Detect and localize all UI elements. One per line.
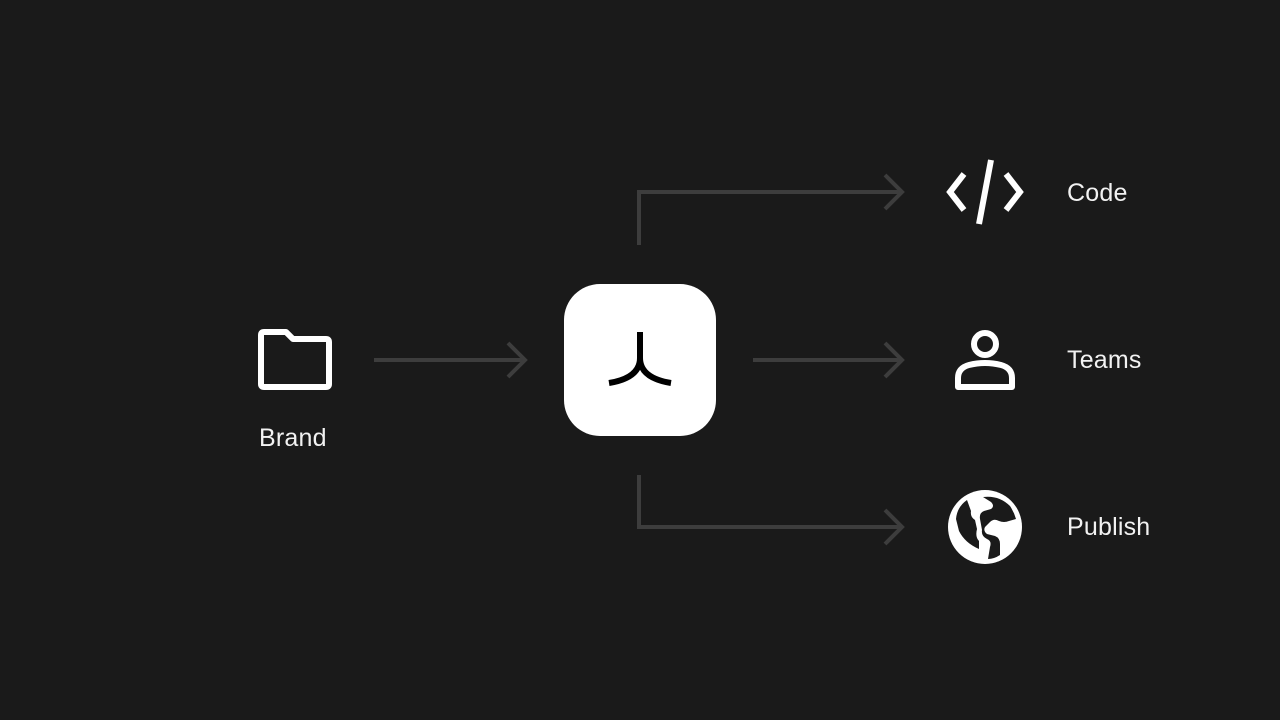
output-label-publish: Publish	[1067, 513, 1151, 541]
output-label-code: Code	[1067, 179, 1128, 207]
arrow-hub-to-code	[637, 190, 902, 245]
arrow-hub-to-publish	[637, 475, 902, 529]
app-logo-icon	[608, 332, 672, 386]
globe-icon	[947, 489, 1023, 565]
arrow-hub-to-code-head	[883, 173, 905, 211]
person-icon	[954, 328, 1018, 392]
code-icon	[946, 158, 1024, 226]
arrow-hub-to-teams-head	[883, 341, 905, 379]
folder-icon	[256, 329, 332, 391]
hub-app-tile	[564, 284, 716, 436]
arrow-hub-to-publish-head	[883, 508, 905, 546]
arrow-brand-to-hub-head	[506, 341, 528, 379]
output-label-teams: Teams	[1067, 346, 1142, 374]
source-label: Brand	[259, 424, 327, 452]
